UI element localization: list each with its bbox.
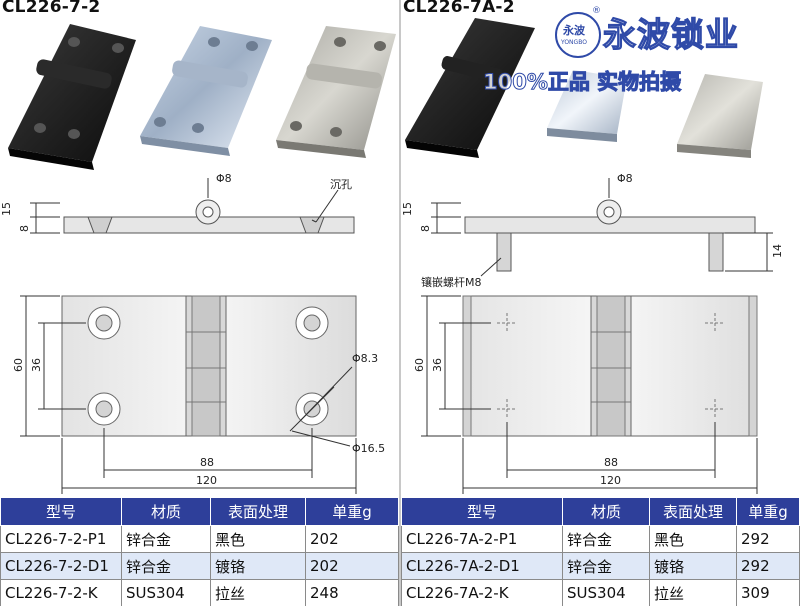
col-material: 材质 [121, 497, 211, 526]
cell-finish: 镀铬 [210, 552, 306, 580]
cell-finish: 黑色 [649, 525, 737, 553]
dim-countersink-label: 沉孔 [330, 178, 352, 191]
cell-material: SUS304 [121, 579, 211, 606]
cell-model: CL226-7-2-P1 [0, 525, 122, 553]
dim-thickness-15: 15 [401, 202, 414, 216]
cell-finish: 拉丝 [649, 579, 737, 606]
spec-table: 型号 材质 表面处理 单重g CL226-7-2-P1 锌合金 黑色 202 C… [0, 497, 399, 606]
spec-header-row: 型号 材质 表面处理 单重g [0, 497, 399, 526]
brand-logo: 永波 YONGBO [555, 12, 601, 58]
brand-name: 永波锁业 [602, 14, 739, 54]
cell-model: CL226-7-2-K [0, 579, 122, 606]
cell-finish: 拉丝 [210, 579, 306, 606]
dim-stud-length: 14 [771, 244, 784, 258]
cell-material: 锌合金 [121, 525, 211, 553]
cell-finish: 黑色 [210, 525, 306, 553]
cell-material: 锌合金 [121, 552, 211, 580]
dim-height-60: 60 [413, 358, 426, 372]
col-model: 型号 [0, 497, 122, 526]
cell-model: CL226-7A-2-D1 [401, 552, 563, 580]
brand-slogan: 100%正品 实物拍摄 [482, 70, 682, 95]
cell-material: 锌合金 [562, 525, 650, 553]
front-view [20, 295, 357, 494]
chrome-hinge-photo [547, 70, 627, 142]
dim-thickness-8: 8 [18, 225, 31, 232]
panel-divider [399, 0, 401, 606]
logo-subtext: YONGBO [561, 39, 587, 46]
cell-model: CL226-7A-2-P1 [401, 525, 563, 553]
cell-finish: 镀铬 [649, 552, 737, 580]
table-row: CL226-7-2-K SUS304 拉丝 248 [0, 579, 399, 606]
cell-weight: 202 [305, 525, 399, 553]
steel-hinge-photo [677, 74, 763, 158]
dim-width-120: 120 [600, 474, 621, 487]
col-finish: 表面处理 [649, 497, 737, 526]
cell-weight: 309 [736, 579, 800, 606]
side-view [30, 178, 355, 234]
table-row: CL226-7A-2-K SUS304 拉丝 309 [401, 579, 800, 606]
cell-weight: 248 [305, 579, 399, 606]
left-product-panel: CL226-7-2 [0, 0, 399, 606]
table-row: CL226-7-2-P1 锌合金 黑色 202 [0, 525, 399, 553]
dim-hole-spacing-36: 36 [30, 358, 43, 372]
chrome-hinge-photo [140, 26, 272, 156]
table-row: CL226-7-2-D1 锌合金 镀铬 202 [0, 552, 399, 580]
brand-watermark: 永波 YONGBO ® 永波锁业 100%正品 实物拍摄 [482, 6, 800, 96]
dim-height-60: 60 [12, 358, 25, 372]
table-row: CL226-7A-2-D1 锌合金 镀铬 292 [401, 552, 800, 580]
cell-material: 锌合金 [562, 552, 650, 580]
steel-hinge-photo [276, 26, 396, 158]
table-row: CL226-7A-2-P1 锌合金 黑色 292 [401, 525, 800, 553]
dim-pin-diameter: Φ8 [216, 172, 232, 185]
dim-width-120: 120 [196, 474, 217, 487]
registered-mark: ® [592, 6, 601, 16]
dim-width-88: 88 [604, 456, 618, 469]
dim-thickness-8: 8 [419, 225, 432, 232]
spec-header-row: 型号 材质 表面处理 单重g [401, 497, 800, 526]
dim-thickness-15: 15 [0, 202, 13, 216]
right-product-panel: CL226-7A-2 [401, 0, 800, 606]
logo-text: 永波 [563, 24, 585, 37]
dim-stud-label: 镶嵌螺杆M8 [421, 275, 482, 289]
spec-table: 型号 材质 表面处理 单重g CL226-7A-2-P1 锌合金 黑色 292 … [401, 497, 800, 606]
dim-pin-diameter: Φ8 [617, 172, 633, 185]
col-weight: 单重g [305, 497, 399, 526]
dim-head-diameter: Φ16.5 [352, 442, 385, 455]
black-hinge-photo [405, 18, 535, 158]
dim-hole-diameter: Φ8.3 [352, 352, 378, 365]
cell-weight: 202 [305, 552, 399, 580]
front-view [421, 295, 758, 494]
cell-model: CL226-7-2-D1 [0, 552, 122, 580]
cell-weight: 292 [736, 525, 800, 553]
side-view [431, 178, 773, 277]
cell-weight: 292 [736, 552, 800, 580]
dim-hole-spacing-36: 36 [431, 358, 444, 372]
col-material: 材质 [562, 497, 650, 526]
dim-width-88: 88 [200, 456, 214, 469]
black-hinge-photo [8, 24, 136, 170]
col-weight: 单重g [736, 497, 800, 526]
left-drawing: Φ8 沉孔 15 8 [0, 24, 396, 494]
col-finish: 表面处理 [210, 497, 306, 526]
product-title: CL226-7-2 [2, 0, 101, 17]
product-title: CL226-7A-2 [403, 0, 515, 17]
cell-material: SUS304 [562, 579, 650, 606]
right-drawing: Φ8 15 8 镶嵌螺杆M8 14 [401, 18, 784, 494]
col-model: 型号 [401, 497, 563, 526]
cell-model: CL226-7A-2-K [401, 579, 563, 606]
